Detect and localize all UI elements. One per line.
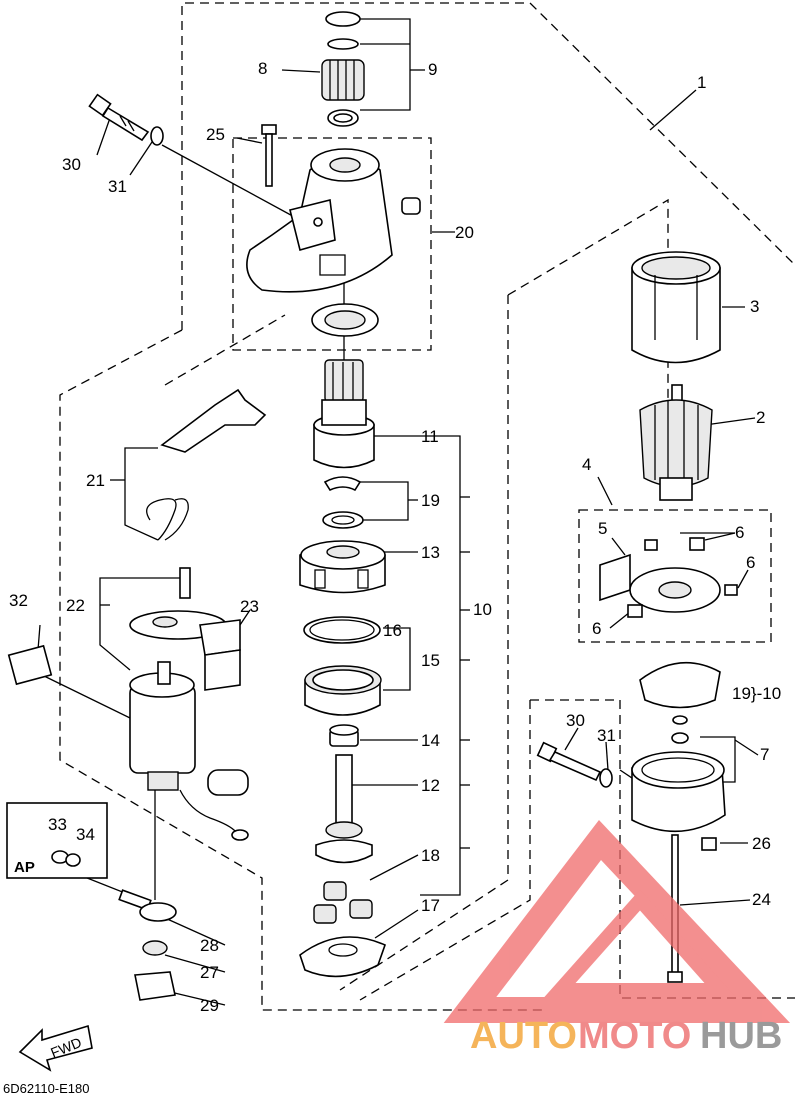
callout-23: 23 — [240, 597, 259, 616]
plate-19-10 — [639, 661, 721, 725]
ap-box — [6, 802, 108, 879]
watermark-hub: HUB — [700, 1015, 782, 1057]
callout-1: 1 — [697, 73, 706, 92]
callout-33: 33 — [48, 815, 67, 834]
bolt-30-top — [88, 93, 164, 146]
callout-28: 28 — [200, 936, 219, 955]
clip-19 — [322, 476, 364, 529]
ap-label: AP — [14, 859, 35, 876]
callout-8: 8 — [258, 59, 267, 78]
bolt-30-right — [536, 741, 613, 788]
front-bracket-20 — [246, 148, 421, 337]
callout-30a: 30 — [62, 155, 81, 174]
callout-19: 19 — [421, 491, 440, 510]
fwd-arrow-icon — [18, 1024, 93, 1072]
callout-34: 34 — [76, 825, 95, 844]
diagram-code: 6D62110-E180 — [3, 1081, 90, 1096]
callout-6a: 6 — [735, 523, 744, 542]
planet-gears-18 — [313, 881, 373, 924]
screw-26 — [701, 837, 717, 851]
bolt-25 — [261, 124, 277, 187]
callout-12: 12 — [421, 776, 440, 795]
callout-26: 26 — [752, 834, 771, 853]
lever-21 — [146, 388, 267, 541]
automotohub-logo — [443, 819, 791, 1023]
brush-holder-4 — [599, 537, 738, 618]
callout-5: 5 — [598, 519, 607, 538]
callout-10: 10 — [473, 600, 492, 619]
solenoid-parts — [129, 567, 241, 691]
callout-2: 2 — [756, 408, 765, 427]
watermark-moto: MOTO — [578, 1015, 691, 1057]
plate-17 — [299, 936, 386, 978]
callout-18: 18 — [421, 846, 440, 865]
yoke-3 — [631, 251, 721, 364]
callout-30b: 30 — [566, 711, 585, 730]
callout-11: 11 — [421, 427, 439, 446]
terminal-parts — [118, 889, 177, 1001]
callout-20: 20 — [455, 223, 474, 242]
callout-4: 4 — [582, 455, 591, 474]
callout-numbers: 1 2 3 4 5 6 6 6 7 8 9 10 11 12 13 14 15 … — [3, 59, 781, 1096]
callout-19-10: 19}-10 — [732, 684, 781, 703]
callout-13: 13 — [421, 543, 440, 562]
solenoid-body — [129, 661, 249, 841]
pinion-set — [321, 11, 365, 127]
callout-3: 3 — [750, 297, 759, 316]
callout-21: 21 — [86, 471, 105, 490]
callout-31b: 31 — [597, 726, 616, 745]
bearing-14 — [329, 724, 359, 747]
clutch-11 — [313, 359, 375, 469]
callout-27: 27 — [200, 963, 219, 982]
callout-22: 22 — [66, 596, 85, 615]
leader-lines — [37, 18, 759, 1006]
watermark-auto: AUTO — [470, 1015, 577, 1057]
callout-31a: 31 — [108, 177, 127, 196]
callout-9: 9 — [428, 60, 437, 79]
callout-17: 17 — [421, 896, 440, 915]
rear-cover-7 — [631, 732, 726, 833]
shaft-12 — [315, 754, 373, 864]
assembly-boundaries — [59, 2, 796, 1011]
ring-gear-15 — [303, 616, 382, 716]
callout-6c: 6 — [592, 619, 601, 638]
armature-2 — [639, 384, 713, 501]
callout-6b: 6 — [746, 553, 755, 572]
callout-32: 32 — [9, 591, 28, 610]
center-bracket-13 — [299, 540, 386, 594]
callout-7: 7 — [760, 745, 769, 764]
callout-14: 14 — [421, 731, 440, 750]
callout-25: 25 — [206, 125, 225, 144]
callout-29: 29 — [200, 996, 219, 1015]
callout-16: 16 — [383, 621, 402, 640]
label-32 — [7, 644, 53, 686]
callout-24: 24 — [752, 890, 771, 909]
callout-15: 15 — [421, 651, 440, 670]
